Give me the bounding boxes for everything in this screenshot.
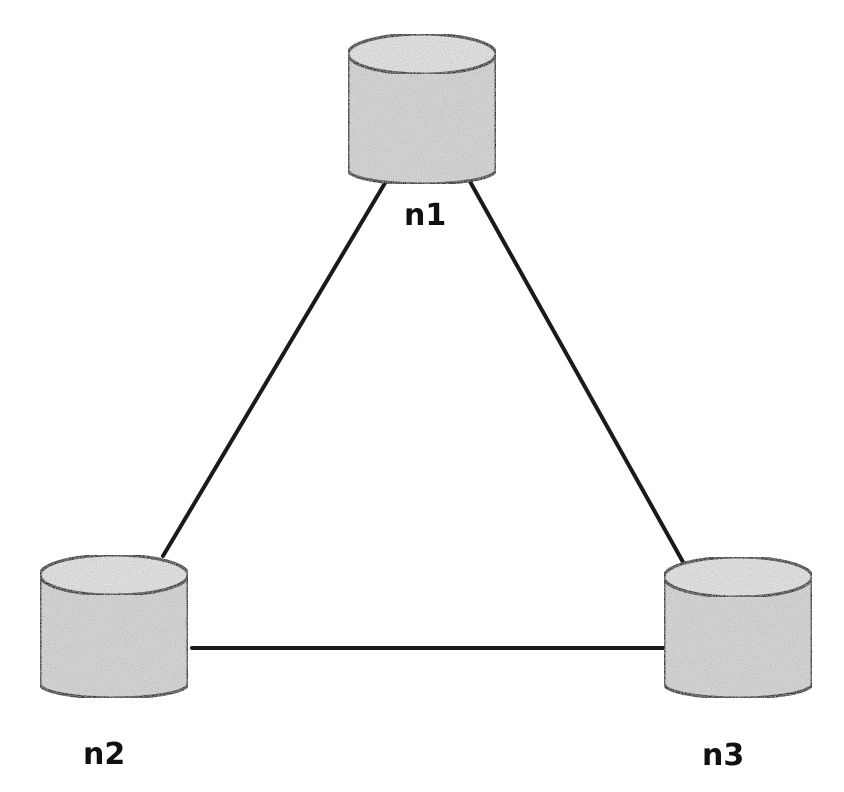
node-n1-cylinder-icon	[346, 32, 498, 186]
node-n2-label: n2	[83, 737, 126, 772]
node-n1-label: n1	[404, 198, 447, 233]
node-n3-cylinder-icon	[662, 555, 814, 700]
node-n3-label: n3	[702, 738, 745, 773]
edge-n1-n3	[466, 176, 685, 564]
edge-n1-n2	[161, 176, 390, 558]
node-n2-cylinder-icon	[38, 553, 190, 700]
